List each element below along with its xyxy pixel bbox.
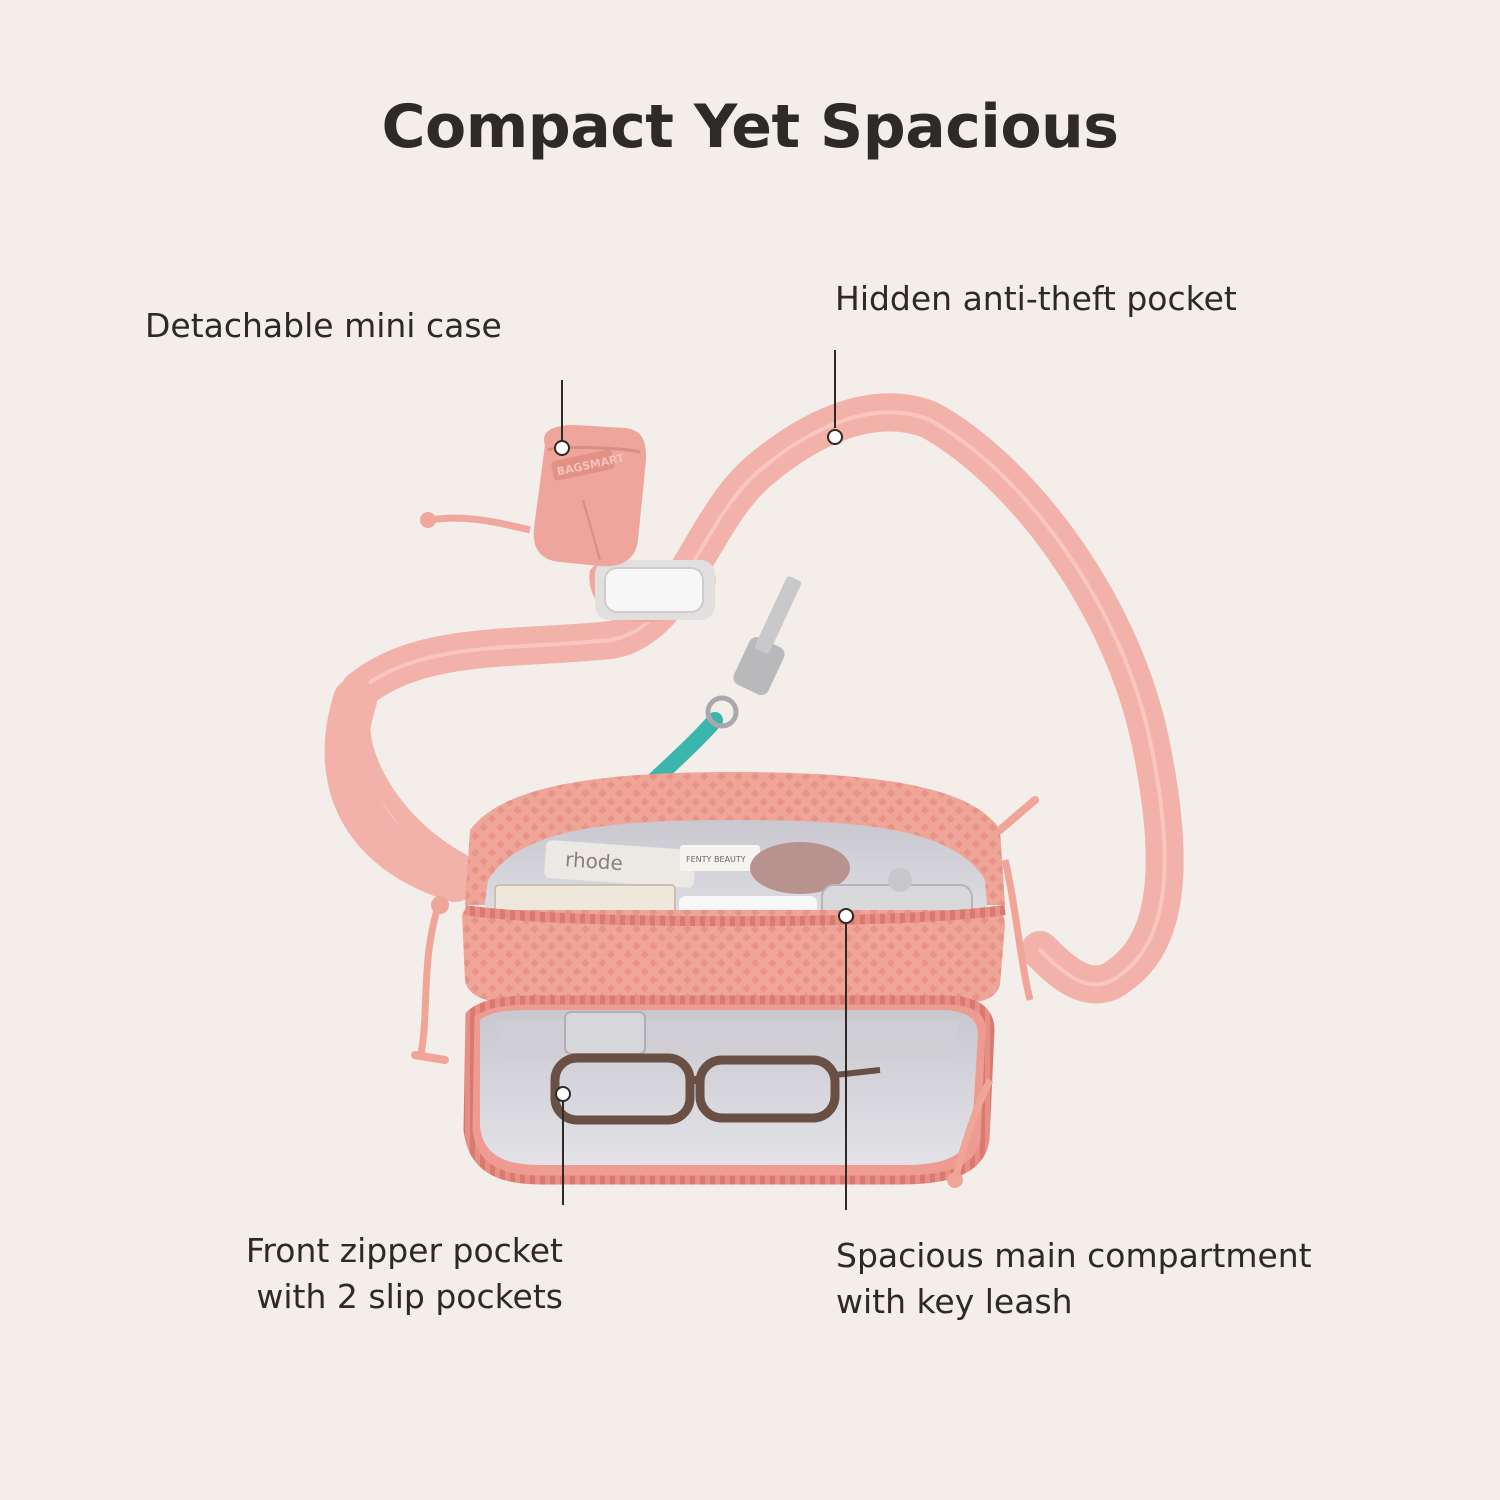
beauty-print: FENTY BEAUTY: [686, 855, 746, 864]
callout-dot-anti-theft: [827, 429, 843, 445]
callout-mini-case-line-1: Detachable mini case: [145, 306, 502, 345]
callout-lines: [561, 350, 847, 1210]
callout-dot-main-compartment: [838, 908, 854, 924]
callout-main-compartment: Spacious main compartment with key leash: [836, 1233, 1312, 1325]
callout-dot-mini-case: [554, 440, 570, 456]
callout-front-pocket-line-2: with 2 slip pockets: [256, 1277, 563, 1316]
callout-anti-theft-pocket: Hidden anti-theft pocket: [835, 276, 1237, 322]
key-leash: [592, 576, 802, 843]
callout-dots: [554, 429, 854, 1102]
callout-main-compartment-line-1: Spacious main compartment: [836, 1236, 1312, 1275]
callout-front-pocket-line-1: Front zipper pocket: [245, 1231, 563, 1270]
callout-mini-case: Detachable mini case: [145, 303, 502, 349]
mini-case: BAGSMART: [420, 425, 716, 623]
callout-dot-front-pocket: [555, 1086, 571, 1102]
callout-front-zipper-pocket: Front zipper pocket with 2 slip pockets: [246, 1228, 563, 1320]
lip-tube-print: rhode: [564, 847, 623, 875]
callout-anti-theft-line-1: Hidden anti-theft pocket: [835, 279, 1237, 318]
bag-body: rhode FENTY BEAUTY: [411, 772, 1039, 1188]
page-title: Compact Yet Spacious: [381, 92, 1119, 162]
callout-main-compartment-line-2: with key leash: [836, 1282, 1073, 1321]
